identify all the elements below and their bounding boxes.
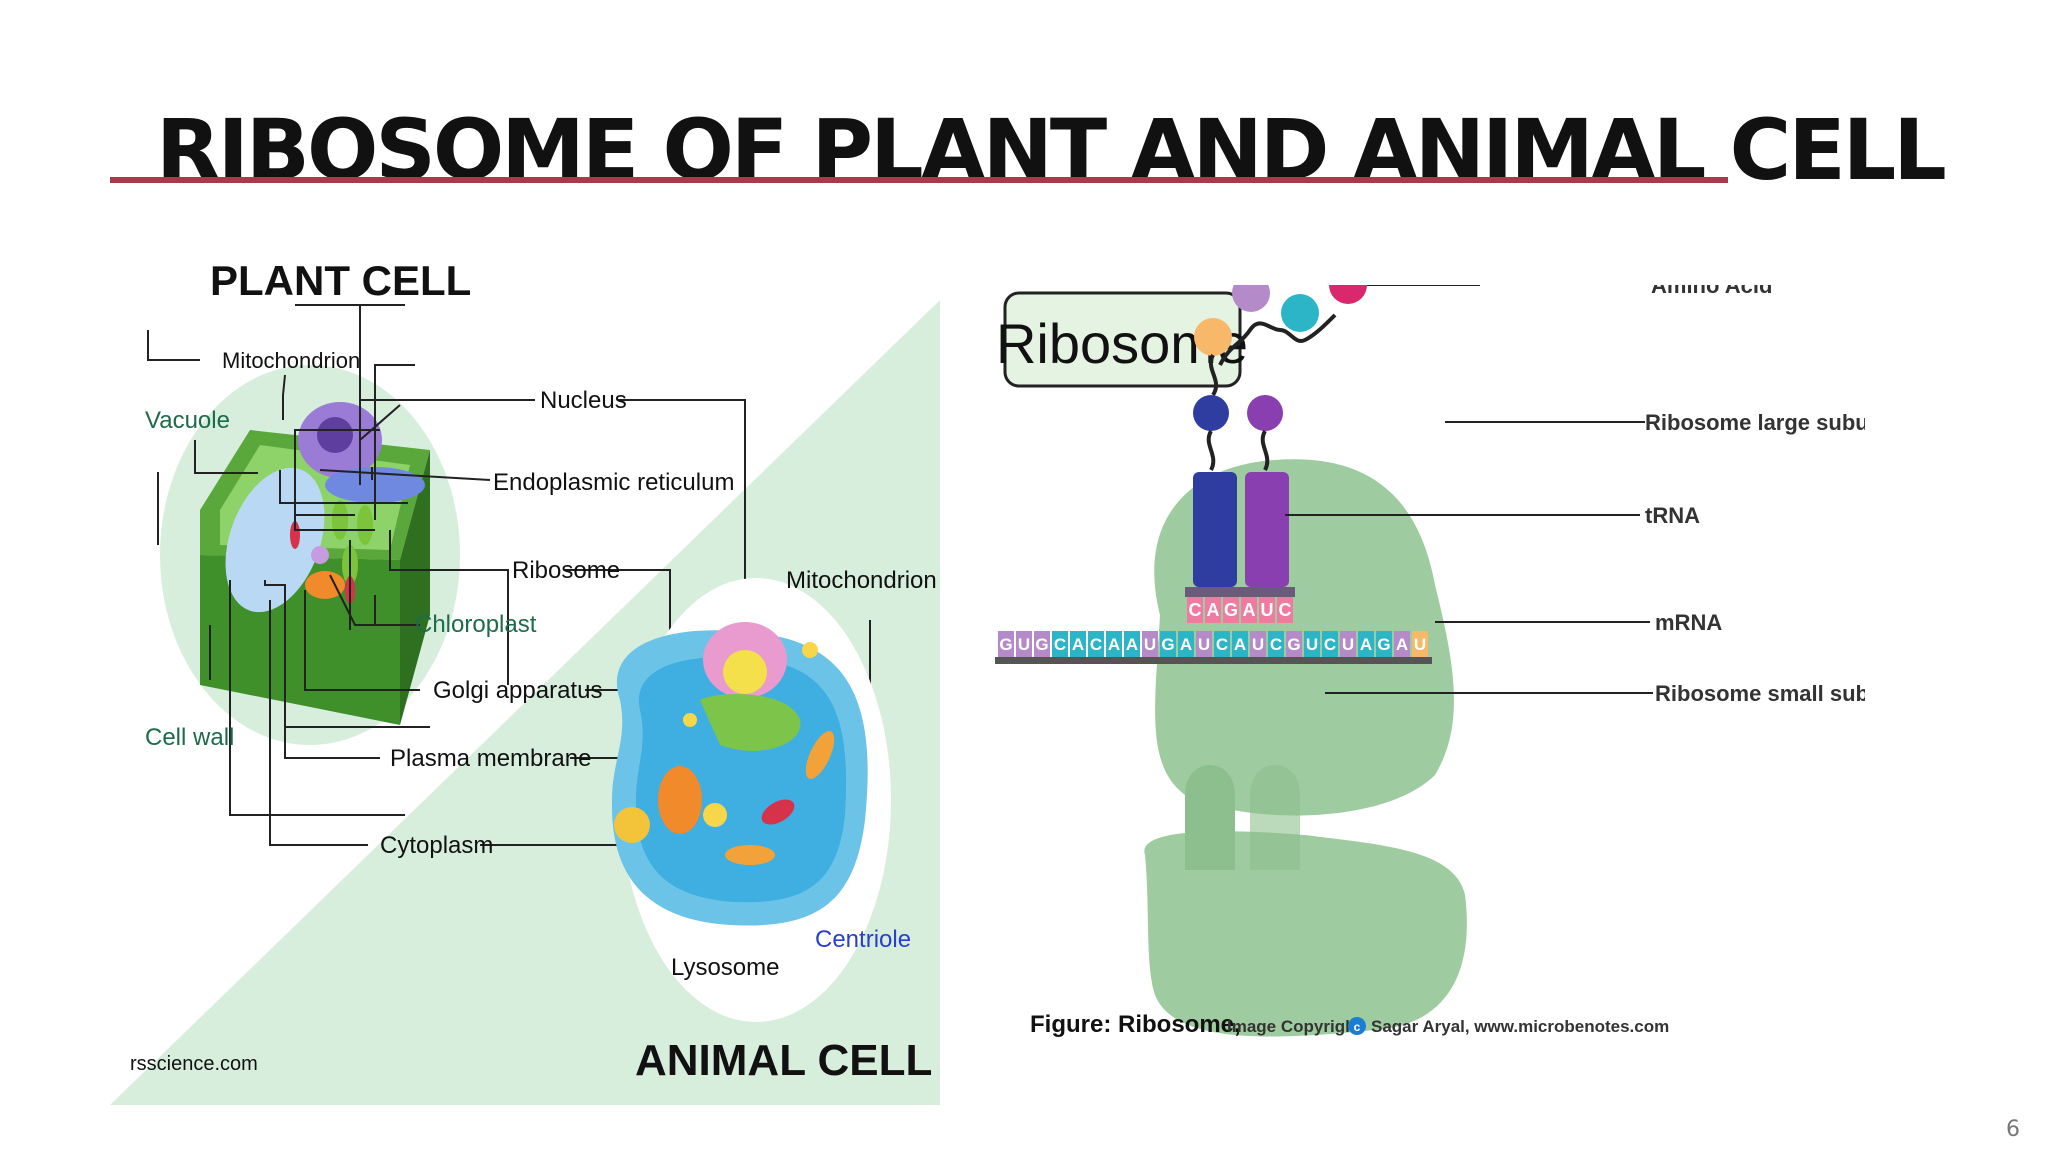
- trna-label: tRNA: [1645, 503, 1700, 528]
- amino-acid-label: Amino Acid: [1651, 285, 1772, 298]
- copyright-symbol: c: [1354, 1020, 1361, 1034]
- svg-text:C: C: [1216, 635, 1228, 654]
- svg-text:G: G: [1035, 635, 1048, 654]
- small-subunit-label: Ribosome small subunit: [1655, 681, 1865, 706]
- plant-cell-heading: PLANT CELL: [210, 257, 471, 304]
- svg-text:A: A: [1396, 635, 1408, 654]
- animal-mitochondrion-label: Mitochondrion: [786, 567, 937, 594]
- trna-left-head: [1193, 395, 1229, 431]
- svg-text:A: A: [1234, 635, 1246, 654]
- plasma-membrane-label: Plasma membrane: [390, 745, 591, 772]
- anticodon-letters: C A G A U C: [1187, 597, 1293, 623]
- ribosome-diagram: Ribosome C A G A U C G U G C A C A A U G: [995, 285, 1865, 1038]
- svg-text:G: G: [1287, 635, 1300, 654]
- svg-text:U: U: [1342, 635, 1354, 654]
- animal-cell-illustration: [611, 622, 868, 926]
- amino-acid-1: [1194, 318, 1232, 356]
- svg-text:G: G: [1377, 635, 1390, 654]
- amino-acid-2: [1232, 285, 1270, 312]
- svg-text:A: A: [1207, 600, 1220, 620]
- plant-leader-lines: [147, 304, 430, 816]
- chloroplast-label: Chloroplast: [415, 611, 537, 638]
- ribosome-caption: Figure: Ribosome, Image Copyright c Saga…: [1030, 1011, 1669, 1038]
- svg-text:A: A: [1360, 635, 1372, 654]
- caption-bold: Figure: Ribosome,: [1030, 1011, 1241, 1038]
- svg-text:U: U: [1414, 635, 1426, 654]
- svg-text:A: A: [1180, 635, 1192, 654]
- small-subunit-shape: [1144, 831, 1467, 1037]
- mrna-strand: G U G C A C A A U G A U C A U C G U C U …: [998, 631, 1428, 657]
- trna-left-body: [1193, 472, 1237, 587]
- slide-page-number: 6: [2006, 1117, 2020, 1142]
- nucleus-label: Nucleus: [540, 387, 627, 414]
- svg-text:U: U: [1261, 600, 1274, 620]
- svg-text:G: G: [999, 635, 1012, 654]
- plant-mitochondrion: [290, 521, 300, 549]
- vacuole-label: Vacuole: [145, 407, 230, 434]
- svg-text:C: C: [1090, 635, 1102, 654]
- amino-acid-3: [1281, 294, 1319, 332]
- cell-wall-label: Cell wall: [145, 724, 234, 751]
- ribosome-cell-label: Ribosome: [512, 557, 620, 584]
- trna-right-body: [1245, 472, 1289, 587]
- amino-acid-4: [1329, 285, 1367, 304]
- svg-text:U: U: [1198, 635, 1210, 654]
- svg-text:U: U: [1252, 635, 1264, 654]
- endoplasmic-reticulum-label: Endoplasmic reticulum: [493, 469, 734, 496]
- svg-text:C: C: [1054, 635, 1066, 654]
- svg-text:A: A: [1072, 635, 1084, 654]
- svg-text:A: A: [1126, 635, 1138, 654]
- large-subunit-label: Ribosome large subunit: [1645, 410, 1865, 435]
- svg-text:U: U: [1306, 635, 1318, 654]
- svg-text:C: C: [1189, 600, 1202, 620]
- mrna-label: mRNA: [1655, 610, 1722, 635]
- plant-mitochondrion-label: Mitochondrion: [222, 348, 360, 373]
- plant-golgi: [305, 571, 345, 599]
- svg-text:C: C: [1279, 600, 1292, 620]
- caption-copyright: Image Copyright: [1227, 1017, 1361, 1036]
- caption-credit: Sagar Aryal, www.microbenotes.com: [1371, 1017, 1669, 1036]
- svg-text:A: A: [1108, 635, 1120, 654]
- cytoplasm-label: Cytoplasm: [380, 832, 493, 859]
- golgi-apparatus-label: Golgi apparatus: [433, 677, 602, 704]
- svg-text:G: G: [1161, 635, 1174, 654]
- lysosome-shape: [703, 803, 727, 827]
- trna-right-head: [1247, 395, 1283, 431]
- svg-text:C: C: [1270, 635, 1282, 654]
- svg-text:U: U: [1018, 635, 1030, 654]
- svg-text:C: C: [1324, 635, 1336, 654]
- ribosome-leader-lines: [1285, 421, 1653, 694]
- svg-text:G: G: [1224, 600, 1238, 620]
- source-credit: rsscience.com: [130, 1053, 258, 1075]
- lysosome-label: Lysosome: [671, 954, 780, 981]
- svg-text:A: A: [1243, 600, 1256, 620]
- title-underline: [110, 177, 1728, 183]
- svg-text:U: U: [1144, 635, 1156, 654]
- animal-golgi: [658, 766, 702, 834]
- animal-cell-heading: ANIMAL CELL: [635, 1036, 932, 1085]
- plant-cell-illustration: [200, 402, 430, 725]
- copyright-icon: [1348, 1017, 1366, 1035]
- centriole-label: Centriole: [815, 926, 911, 953]
